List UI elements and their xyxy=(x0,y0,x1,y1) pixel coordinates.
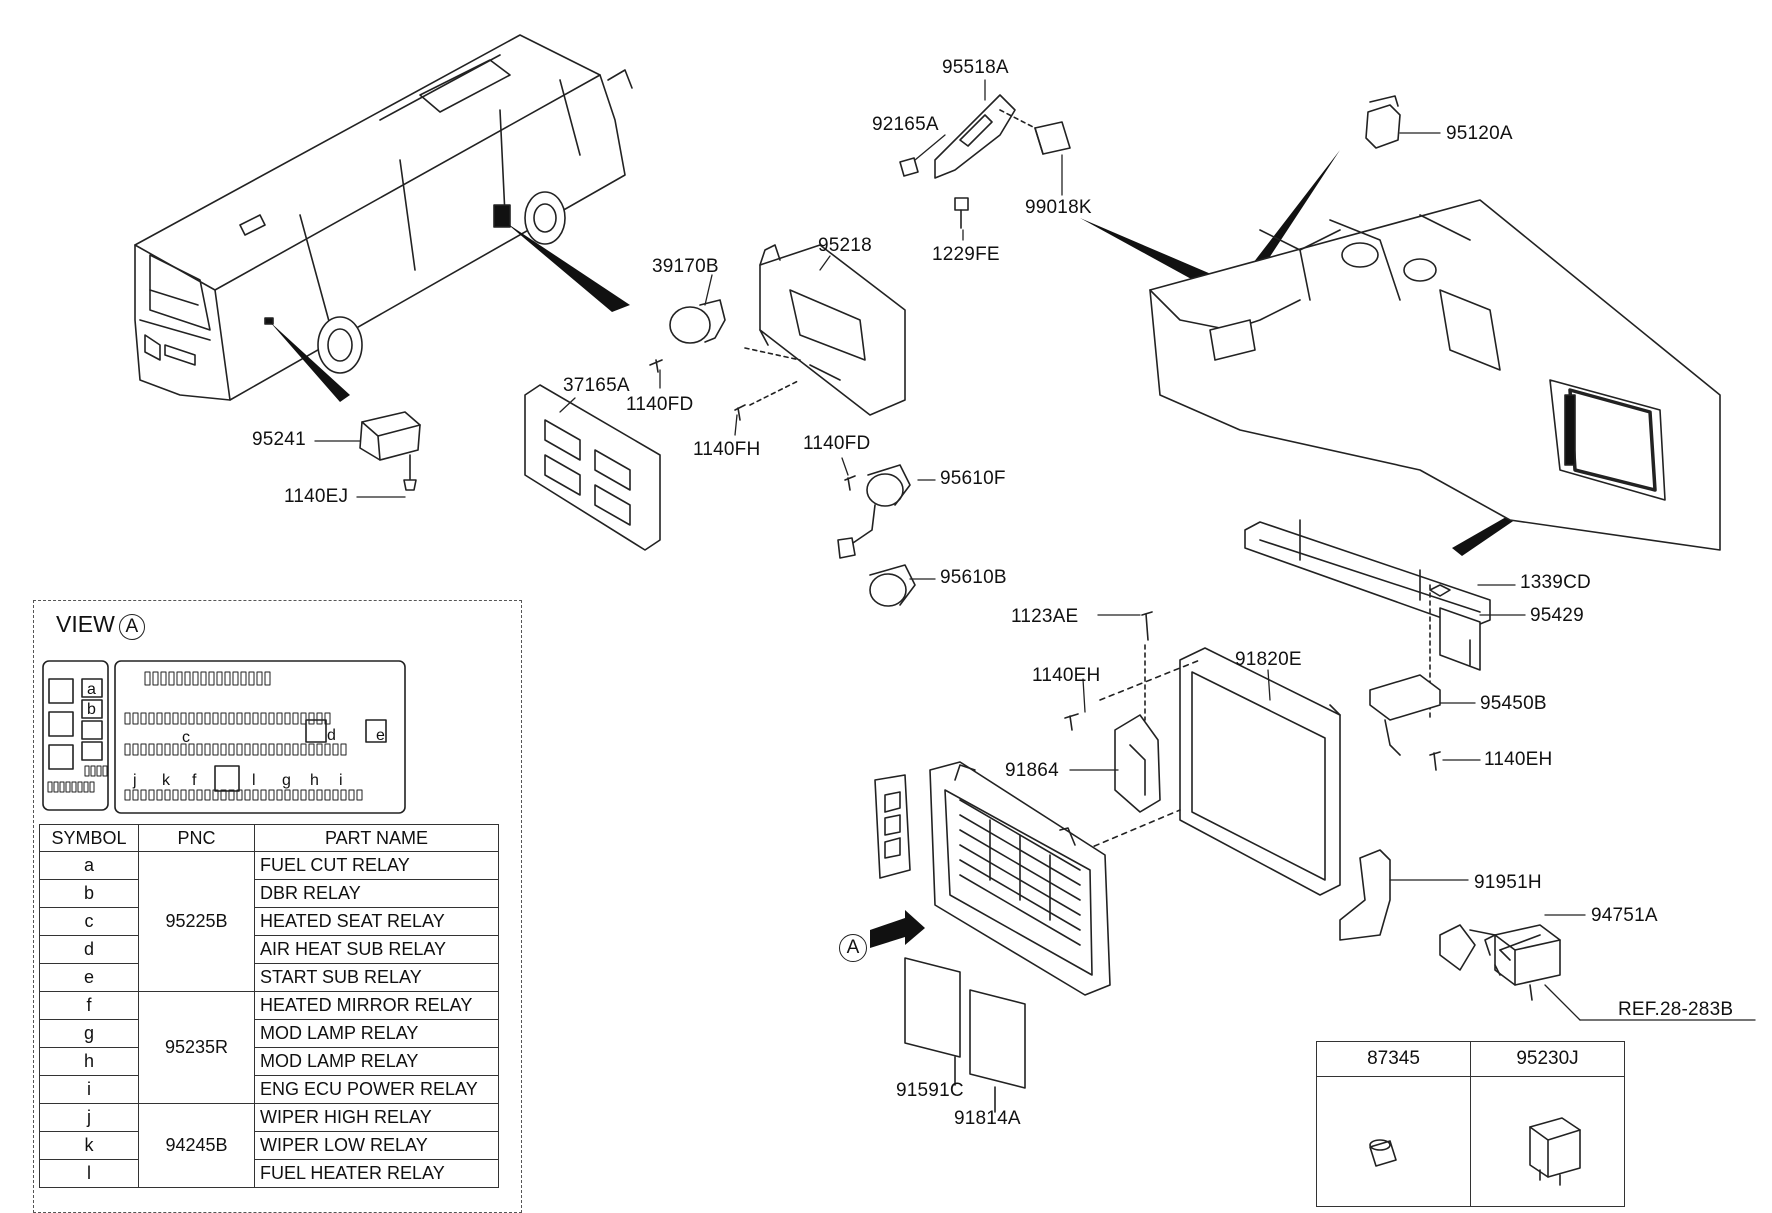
relay-table-row: g MOD LAMP RELAY xyxy=(39,1019,499,1048)
relay-part-name: FUEL CUT RELAY xyxy=(254,851,499,880)
part-label-95518A: 95518A xyxy=(942,57,1009,78)
part-label-1140EH-2: 1140EH xyxy=(1484,749,1553,770)
relay-part-name: HEATED MIRROR RELAY xyxy=(254,991,499,1020)
option-95230J-label: 95230J xyxy=(1471,1042,1624,1077)
relay-part-name: WIPER LOW RELAY xyxy=(254,1131,499,1160)
part-label-91820E: 91820E xyxy=(1235,649,1302,670)
part-label-91864: 91864 xyxy=(1005,760,1059,781)
slot-b: b xyxy=(87,701,97,718)
part-label-1140FD-2: 1140FD xyxy=(803,433,871,454)
relay-part-name: MOD LAMP RELAY xyxy=(254,1019,499,1048)
relay-symbol: j xyxy=(39,1103,139,1132)
part-label-1140EJ: 1140EJ xyxy=(284,486,349,507)
relay-symbol: k xyxy=(39,1131,139,1160)
leader-lines xyxy=(314,79,1756,1021)
part-label-91951H: 91951H xyxy=(1474,872,1542,893)
header-symbol: SYMBOL xyxy=(39,824,139,852)
relay-part-name: WIPER HIGH RELAY xyxy=(254,1103,499,1132)
view-a-marker: A xyxy=(839,934,867,962)
relay-table-header: SYMBOL PNC PART NAME xyxy=(39,824,499,852)
part-label-92165A: 92165A xyxy=(872,114,939,135)
relay-table-row: k WIPER LOW RELAY xyxy=(39,1131,499,1160)
option-col-95230J: 95230J xyxy=(1471,1042,1624,1206)
relay-symbol: d xyxy=(39,935,139,964)
option-table: 87345 95230J xyxy=(1316,1041,1625,1207)
relay-part-name: DBR RELAY xyxy=(254,879,499,908)
part-label-95429: 95429 xyxy=(1530,605,1584,626)
relay-table-row: i ENG ECU POWER RELAY xyxy=(39,1075,499,1104)
slot-k: k xyxy=(162,772,171,789)
relay-symbol: l xyxy=(39,1159,139,1188)
option-col-87345: 87345 xyxy=(1317,1042,1471,1206)
view-title-marker: A xyxy=(118,614,145,640)
relay-part-name: ENG ECU POWER RELAY xyxy=(254,1075,499,1104)
part-label-1123AE: 1123AE xyxy=(1011,606,1079,627)
relay-part-name: MOD LAMP RELAY xyxy=(254,1047,499,1076)
part-label-95218: 95218 xyxy=(818,235,872,256)
relay-table-row: l FUEL HEATER RELAY xyxy=(39,1159,499,1188)
part-label-94751A: 94751A xyxy=(1591,905,1658,926)
relay-part-name: AIR HEAT SUB RELAY xyxy=(254,935,499,964)
part-label-ref-28-283B: REF.28-283B xyxy=(1618,999,1734,1020)
option-87345-label: 87345 xyxy=(1317,1042,1470,1077)
part-label-39170B: 39170B xyxy=(652,256,719,277)
relay-table-row: e START SUB RELAY xyxy=(39,963,499,992)
relay-part-name: HEATED SEAT RELAY xyxy=(254,907,499,936)
header-part-name: PART NAME xyxy=(254,824,499,852)
part-label-95610F: 95610F xyxy=(940,468,1006,489)
relay-pnc: 95225B xyxy=(138,851,255,992)
relay-part-name: START SUB RELAY xyxy=(254,963,499,992)
part-label-91814A: 91814A xyxy=(954,1108,1021,1129)
relay-table-row: b DBR RELAY xyxy=(39,879,499,908)
slot-c: c xyxy=(182,729,191,746)
slot-l: l xyxy=(252,772,256,789)
relay-symbol: b xyxy=(39,879,139,908)
slot-g: g xyxy=(282,772,292,789)
slot-h: h xyxy=(310,772,320,789)
slot-e: e xyxy=(376,727,386,744)
relay-pnc: 95235R xyxy=(138,991,255,1104)
relay-pnc: 94245B xyxy=(138,1103,255,1188)
slot-a: a xyxy=(87,681,97,698)
part-label-37165A: 37165A xyxy=(563,375,630,396)
relay-symbol: a xyxy=(39,851,139,880)
slot-i: i xyxy=(339,772,343,789)
relay-symbol: f xyxy=(39,991,139,1020)
header-pnc: PNC xyxy=(138,824,255,852)
slot-f: f xyxy=(192,772,197,789)
part-label-1339CD: 1339CD xyxy=(1520,572,1591,593)
relay-table-row: h MOD LAMP RELAY xyxy=(39,1047,499,1076)
part-label-91591C: 91591C xyxy=(896,1080,964,1101)
relay-symbol: e xyxy=(39,963,139,992)
relay-table-row: c HEATED SEAT RELAY xyxy=(39,907,499,936)
bus-illustration xyxy=(134,34,633,401)
relay-symbol: i xyxy=(39,1075,139,1104)
slot-j: j xyxy=(133,772,137,789)
relay-table-row: d AIR HEAT SUB RELAY xyxy=(39,935,499,964)
relay-symbol: h xyxy=(39,1047,139,1076)
relay-part-name: FUEL HEATER RELAY xyxy=(254,1159,499,1188)
part-label-1229FE: 1229FE xyxy=(932,244,1000,265)
part-label-1140FH: 1140FH xyxy=(693,439,761,460)
view-title-text: VIEW xyxy=(56,611,115,637)
part-label-95120A: 95120A xyxy=(1446,123,1513,144)
part-label-95450B: 95450B xyxy=(1480,693,1547,714)
part-label-95241: 95241 xyxy=(252,429,306,450)
relay-symbol: c xyxy=(39,907,139,936)
relay-symbol: g xyxy=(39,1019,139,1048)
slot-d: d xyxy=(327,727,337,744)
part-label-1140FD: 1140FD xyxy=(626,394,694,415)
part-label-1140EH: 1140EH xyxy=(1032,665,1101,686)
part-label-99018K: 99018K xyxy=(1025,197,1092,218)
part-label-95610B: 95610B xyxy=(940,567,1007,588)
